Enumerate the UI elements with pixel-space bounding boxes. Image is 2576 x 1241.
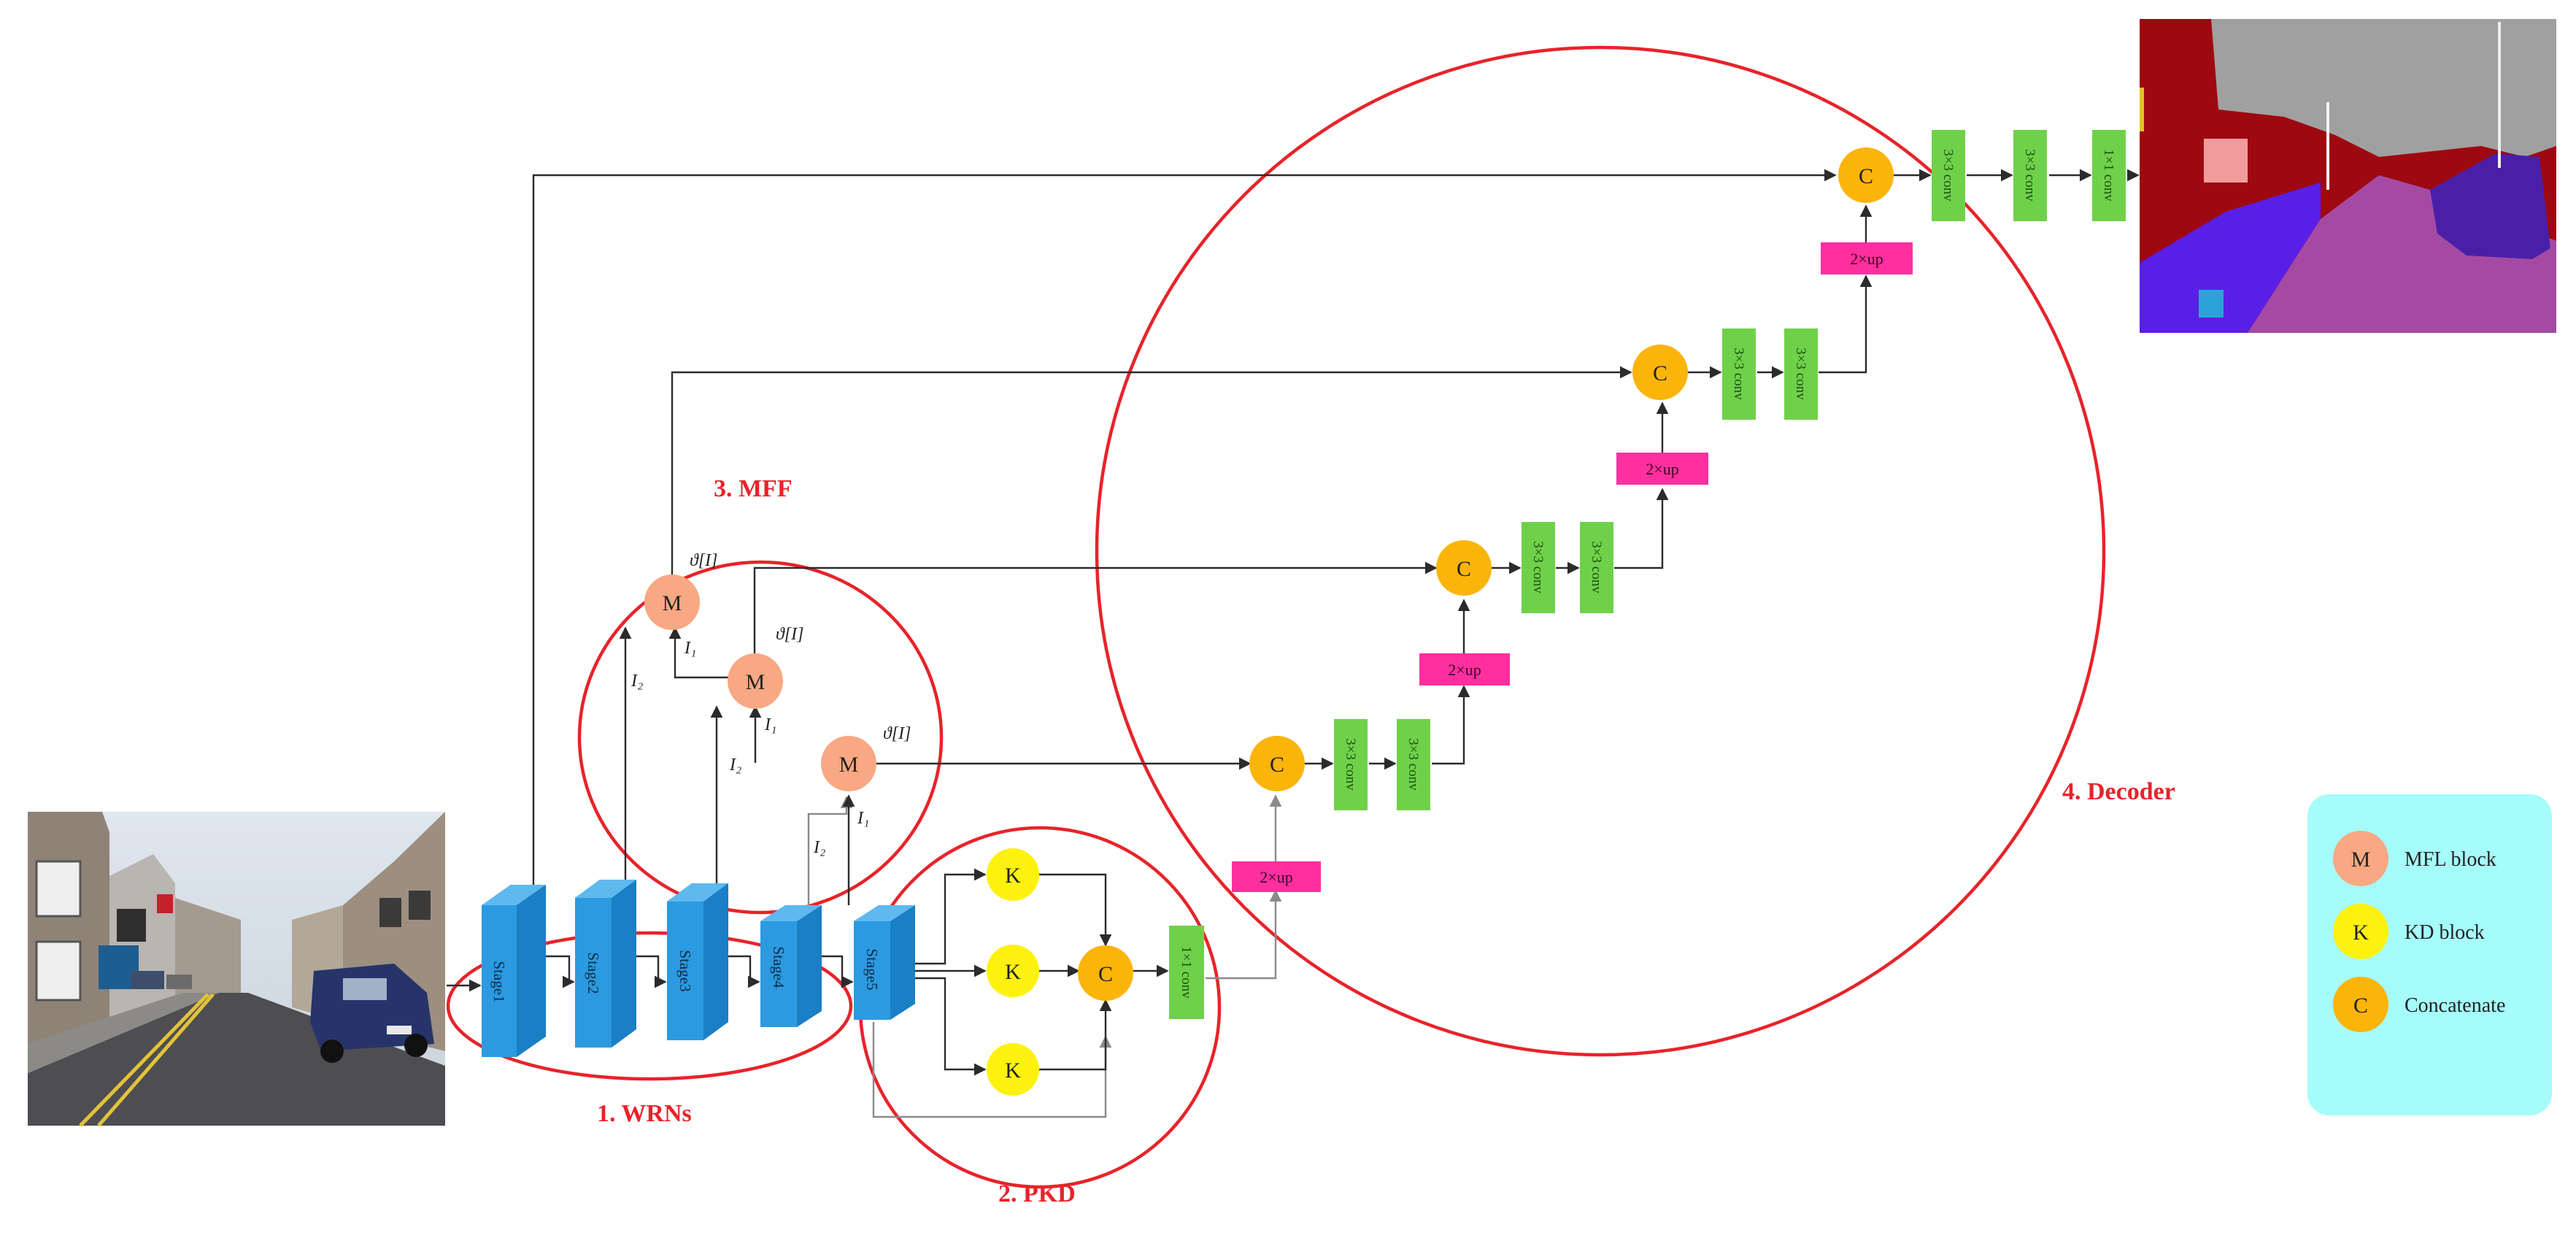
conv3x3-row3-a: 3×3 conv bbox=[1522, 522, 1555, 613]
legend-kd-letter: K bbox=[2353, 921, 2369, 945]
stage4-label: Stage4 bbox=[770, 946, 787, 988]
conv3x3-row1-b: 3×3 conv bbox=[2013, 130, 2047, 221]
conv1x1-row1: 1×1 conv bbox=[2092, 130, 2126, 221]
conv3x3-row2-a-label: 3×3 conv bbox=[1731, 347, 1746, 400]
kd-node-1: K bbox=[987, 848, 1039, 901]
conv3x3-row3-a-label: 3×3 conv bbox=[1530, 541, 1546, 593]
stage3-label: Stage3 bbox=[676, 950, 694, 991]
conv3x3-row4-b: 3×3 conv bbox=[1397, 719, 1430, 810]
mfl-node-2: M bbox=[728, 653, 783, 709]
legend: M MFL block K KD block C Concatenate bbox=[2307, 794, 2552, 1115]
concat-node-pkd-label: C bbox=[1098, 962, 1113, 986]
group-label-wrns: 1. WRNs bbox=[597, 1100, 692, 1127]
conv3x3-row1-a-label: 3×3 conv bbox=[1940, 149, 1956, 201]
kd-node-2-label: K bbox=[1005, 960, 1021, 984]
input-label-2: I₂ bbox=[729, 756, 741, 775]
conv3x3-row4-b-label: 3×3 conv bbox=[1405, 738, 1421, 791]
kd-node-3-label: K bbox=[1005, 1058, 1021, 1083]
concat-node-row3: C bbox=[1436, 540, 1492, 596]
up-block-1-label: 2×up bbox=[1260, 868, 1292, 886]
wrns-ring bbox=[446, 931, 853, 1081]
upsample-blocks: 2×up 2×up 2×up 2×up bbox=[1232, 242, 1913, 892]
legend-mfl-label: MFL block bbox=[2405, 848, 2496, 871]
up-block-4: 2×up bbox=[1821, 242, 1913, 274]
conv3x3-row1-a: 3×3 conv bbox=[1932, 130, 1965, 221]
stage5: Stage5 bbox=[854, 905, 915, 1020]
kd-node-3: K bbox=[987, 1043, 1039, 1096]
stage2-label: Stage2 bbox=[585, 952, 602, 994]
conv-blocks: 1×1 conv 3×3 conv 3×3 conv 3×3 conv 3×3 … bbox=[1169, 130, 2126, 1019]
stage1: Stage1 bbox=[482, 885, 546, 1057]
legend-item-mfl: M MFL block bbox=[2333, 831, 2496, 886]
up-block-2: 2×up bbox=[1419, 653, 1510, 685]
kd-nodes: K K K bbox=[987, 848, 1039, 1096]
up-block-4-label: 2×up bbox=[1850, 250, 1883, 268]
concat-node-pkd: C bbox=[1078, 945, 1133, 1001]
mfl-node-3-label: M bbox=[839, 753, 859, 777]
conv1x1-pkd: 1×1 conv bbox=[1169, 926, 1204, 1019]
input-street-photo bbox=[28, 812, 445, 1127]
conv3x3-row3-b-label: 3×3 conv bbox=[1589, 541, 1604, 593]
legend-item-concat: C Concatenate bbox=[2333, 977, 2505, 1032]
mfl-nodes: M M M bbox=[644, 575, 876, 791]
group-label-mff: 3. MFF bbox=[714, 475, 793, 502]
mfl-node-3: M bbox=[821, 736, 876, 791]
mfl-node-1: M bbox=[644, 575, 700, 630]
concat-node-row4: C bbox=[1249, 736, 1305, 791]
input-label-1: I₂ bbox=[630, 672, 643, 691]
legend-item-kd: K KD block bbox=[2333, 904, 2485, 959]
conv3x3-row4-a: 3×3 conv bbox=[1334, 719, 1368, 810]
feature-label-1: ϑ[I] bbox=[690, 551, 717, 570]
conv3x3-row3-b: 3×3 conv bbox=[1580, 522, 1613, 613]
kd-node-1-label: K bbox=[1005, 864, 1021, 888]
math-annotations: ϑ[I] ϑ[I] ϑ[I] I₂ I₂ I₁ I₁ I₁ I₂ bbox=[630, 551, 911, 857]
legend-concat-label: Concatenate bbox=[2405, 994, 2505, 1017]
pkd-ring bbox=[858, 826, 1222, 1189]
group-label-decoder: 4. Decoder bbox=[2062, 778, 2175, 805]
conv3x3-row4-a-label: 3×3 conv bbox=[1343, 738, 1358, 791]
conv3x3-row2-b-label: 3×3 conv bbox=[1793, 347, 1808, 400]
feature-label-2: ϑ[I] bbox=[776, 625, 803, 644]
concat-nodes: C C C C C bbox=[1078, 147, 1894, 1001]
input-label-4: I₁ bbox=[764, 715, 776, 734]
up-block-3-label: 2×up bbox=[1646, 460, 1678, 478]
output-segmentation-map bbox=[2140, 19, 2556, 333]
mfl-node-2-label: M bbox=[746, 670, 766, 694]
conv1x1-row1-label: 1×1 conv bbox=[2101, 149, 2116, 201]
decoder-ring bbox=[1095, 45, 2106, 1057]
concat-node-row1-label: C bbox=[1859, 164, 1873, 188]
conv3x3-row2-b: 3×3 conv bbox=[1784, 328, 1818, 420]
backbone-stages: Stage1 Stage2 Stage3 Stage4 Stage5 bbox=[482, 880, 915, 1057]
input-label-6: I₂ bbox=[813, 838, 825, 857]
group-label-pkd: 2. PKD bbox=[998, 1180, 1076, 1207]
mff-ring bbox=[577, 560, 944, 915]
stage2: Stage2 bbox=[575, 880, 636, 1048]
stage3: Stage3 bbox=[667, 883, 728, 1040]
legend-kd-label: KD block bbox=[2405, 921, 2485, 944]
concat-node-row4-label: C bbox=[1270, 753, 1284, 777]
input-label-5: I₁ bbox=[857, 809, 869, 828]
up-block-2-label: 2×up bbox=[1448, 661, 1481, 679]
concat-node-row2: C bbox=[1632, 345, 1688, 400]
legend-concat-letter: C bbox=[2353, 994, 2368, 1018]
feature-label-3: ϑ[I] bbox=[883, 724, 911, 743]
conv3x3-row2-a: 3×3 conv bbox=[1722, 328, 1756, 420]
kd-node-2: K bbox=[987, 945, 1039, 997]
stage4: Stage4 bbox=[760, 905, 822, 1027]
edges bbox=[447, 169, 2140, 1118]
concat-node-row1: C bbox=[1838, 147, 1894, 203]
stage5-label: Stage5 bbox=[863, 948, 881, 990]
up-block-1: 2×up bbox=[1232, 861, 1321, 892]
concat-node-row2-label: C bbox=[1653, 361, 1667, 385]
concat-node-row3-label: C bbox=[1457, 557, 1471, 581]
mfl-node-1-label: M bbox=[663, 591, 682, 615]
legend-mfl-letter: M bbox=[2351, 848, 2371, 872]
up-block-3: 2×up bbox=[1616, 453, 1708, 485]
conv1x1-pkd-label: 1×1 conv bbox=[1179, 946, 1194, 999]
input-label-3: I₁ bbox=[684, 639, 696, 658]
conv3x3-row1-b-label: 3×3 conv bbox=[2022, 149, 2037, 201]
stage1-label: Stage1 bbox=[490, 961, 508, 1002]
